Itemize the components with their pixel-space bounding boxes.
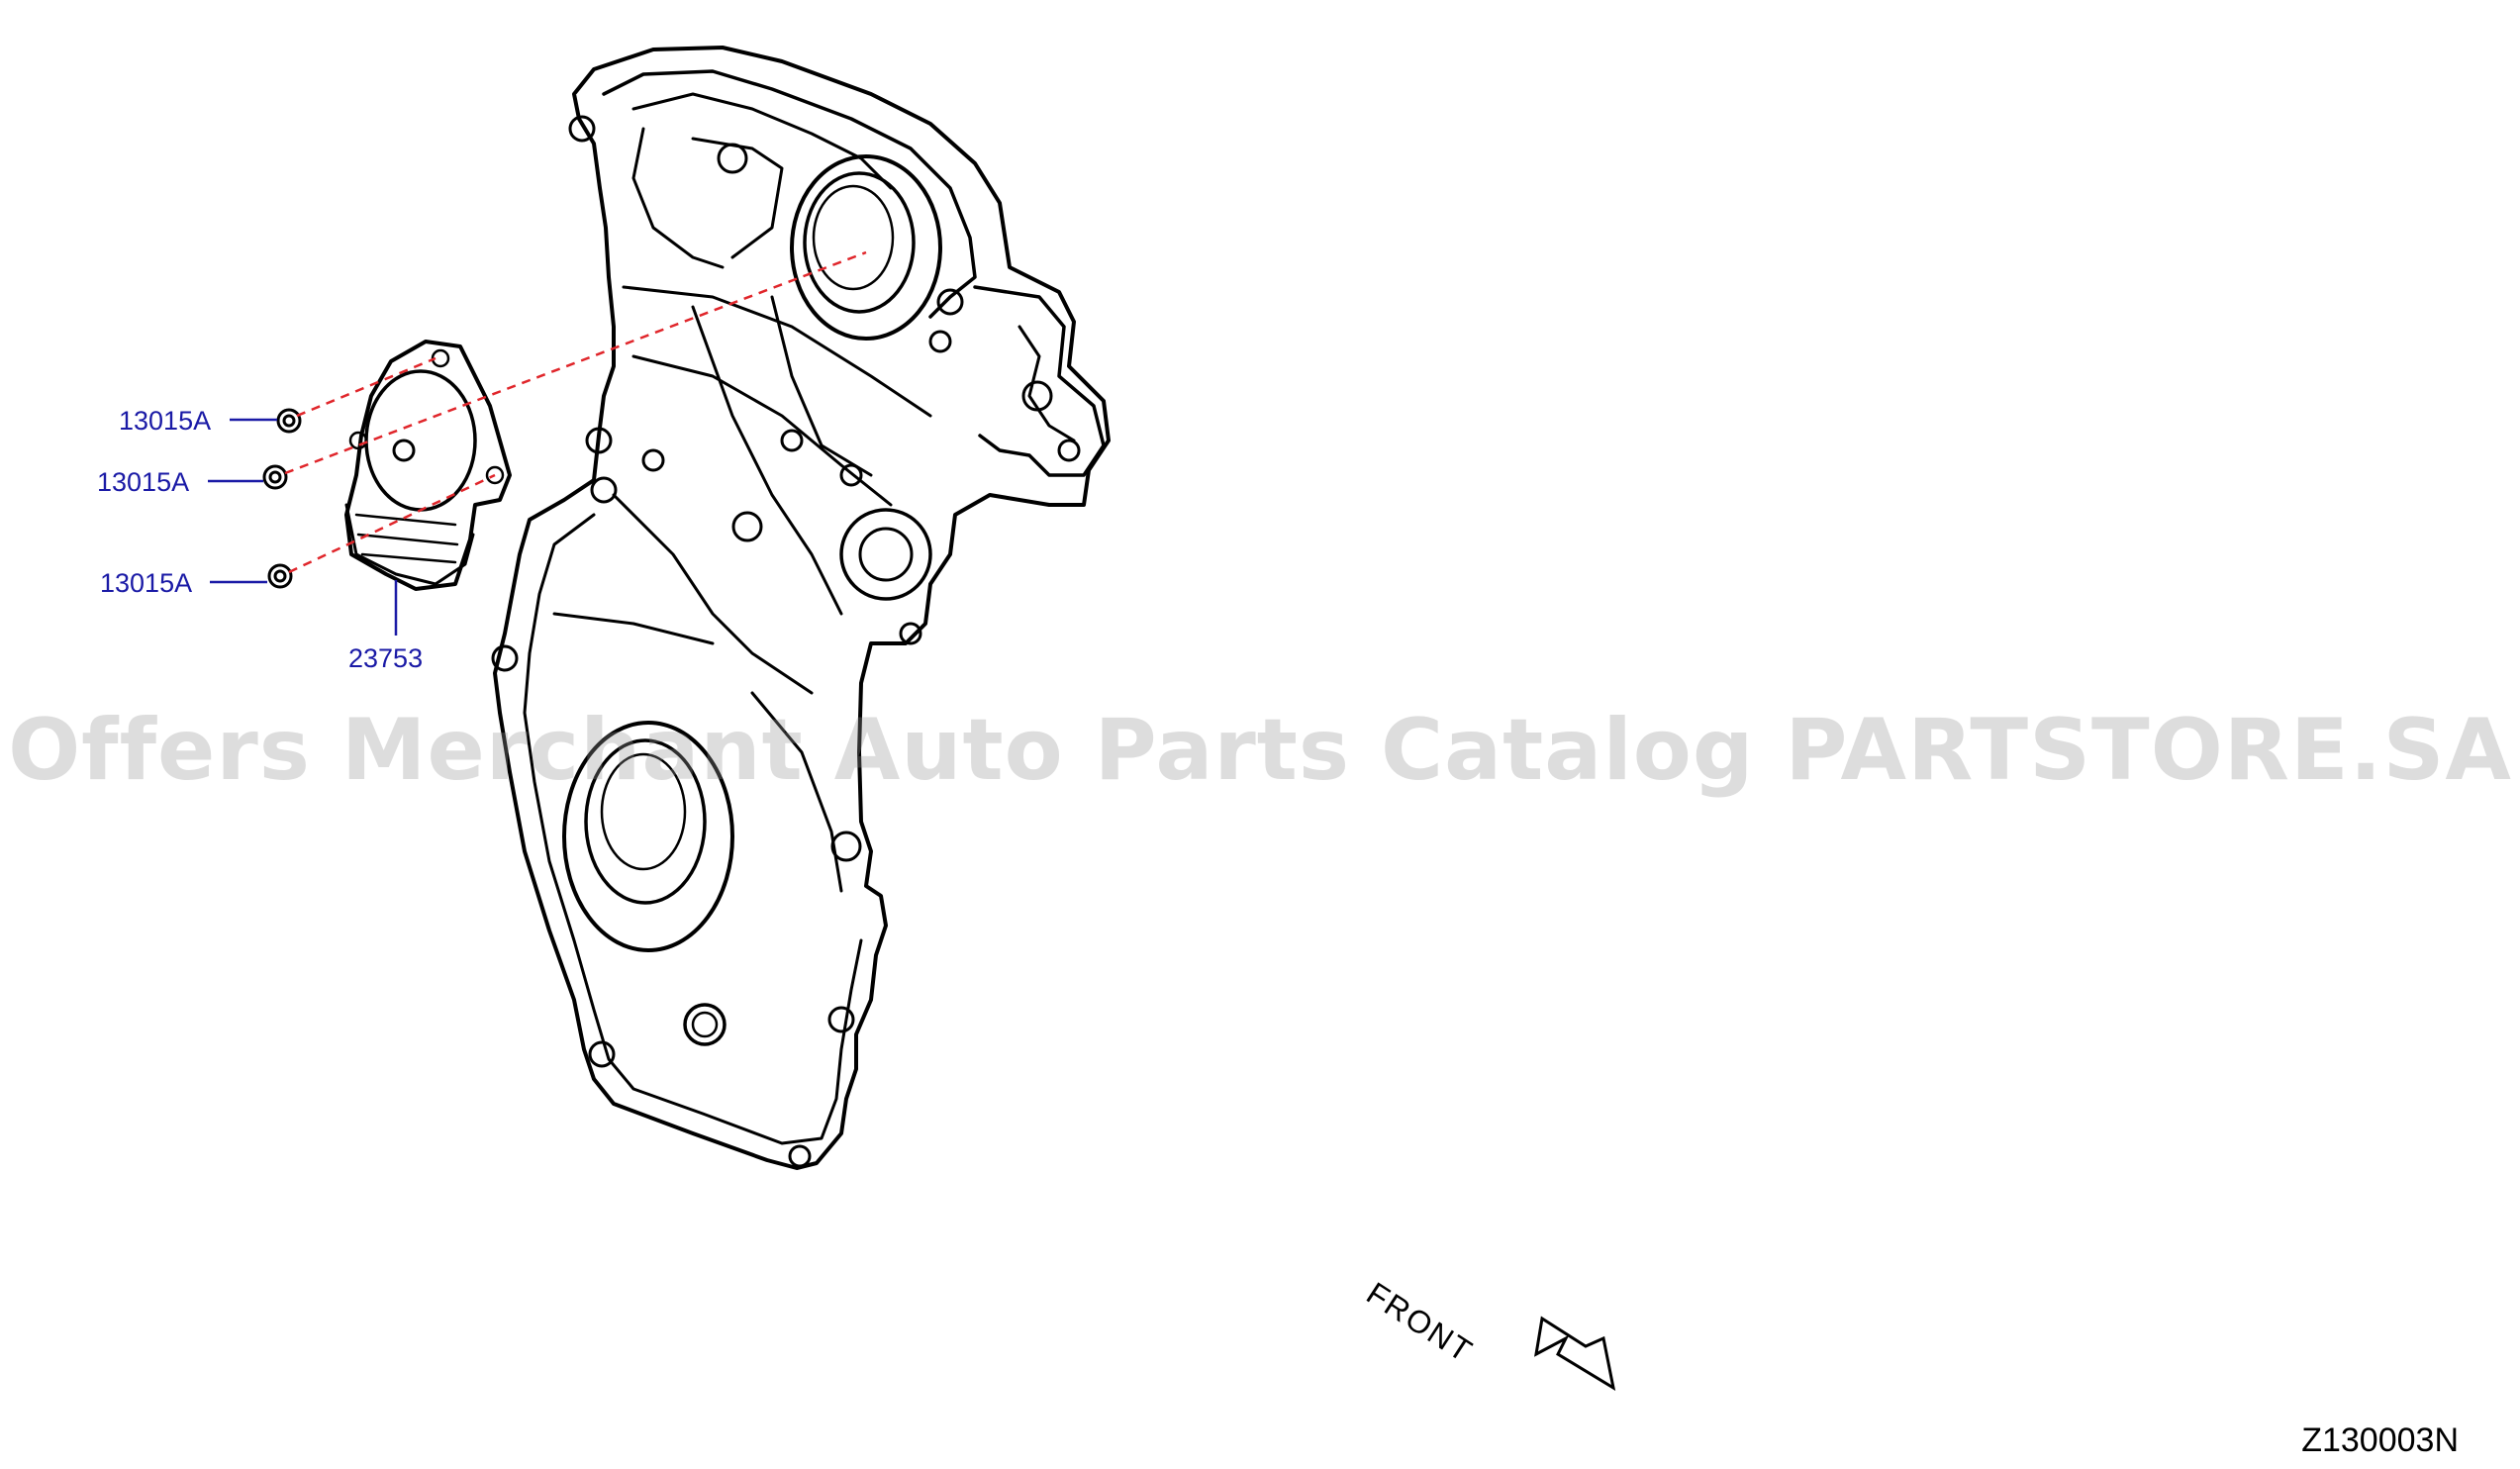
bolt-13015a-bottom [267,563,293,589]
front-arrow-icon [1534,1316,1616,1392]
tensioner-boss [839,508,932,601]
cam-housing [602,69,977,319]
upper-seal-inner [803,171,916,314]
callout-13015a-top[interactable]: 13015A [119,406,212,436]
cover-bolt-holes [491,115,1081,1168]
leader-lines [208,418,398,636]
bolt-13015a-middle [262,464,288,490]
diagram-code: Z130003N [2301,1421,2459,1459]
camshaft-sensor [344,340,512,591]
timing-cover-outline [493,46,1111,1170]
side-bracket [973,285,1106,477]
callout-23753[interactable]: 23753 [348,643,424,673]
timing-cover-rim [523,513,863,1145]
callout-13015a-bottom[interactable]: 13015A [100,568,193,598]
bolt-13015a-top [276,408,302,434]
small-plug [683,1003,727,1046]
alignment-lines [284,250,867,574]
callout-13015a-middle[interactable]: 13015A [97,467,190,497]
lower-seal-outer [562,721,734,952]
lower-seal-inner [584,738,707,905]
upper-seal-outer [790,154,942,341]
cover-ribs [552,285,932,893]
